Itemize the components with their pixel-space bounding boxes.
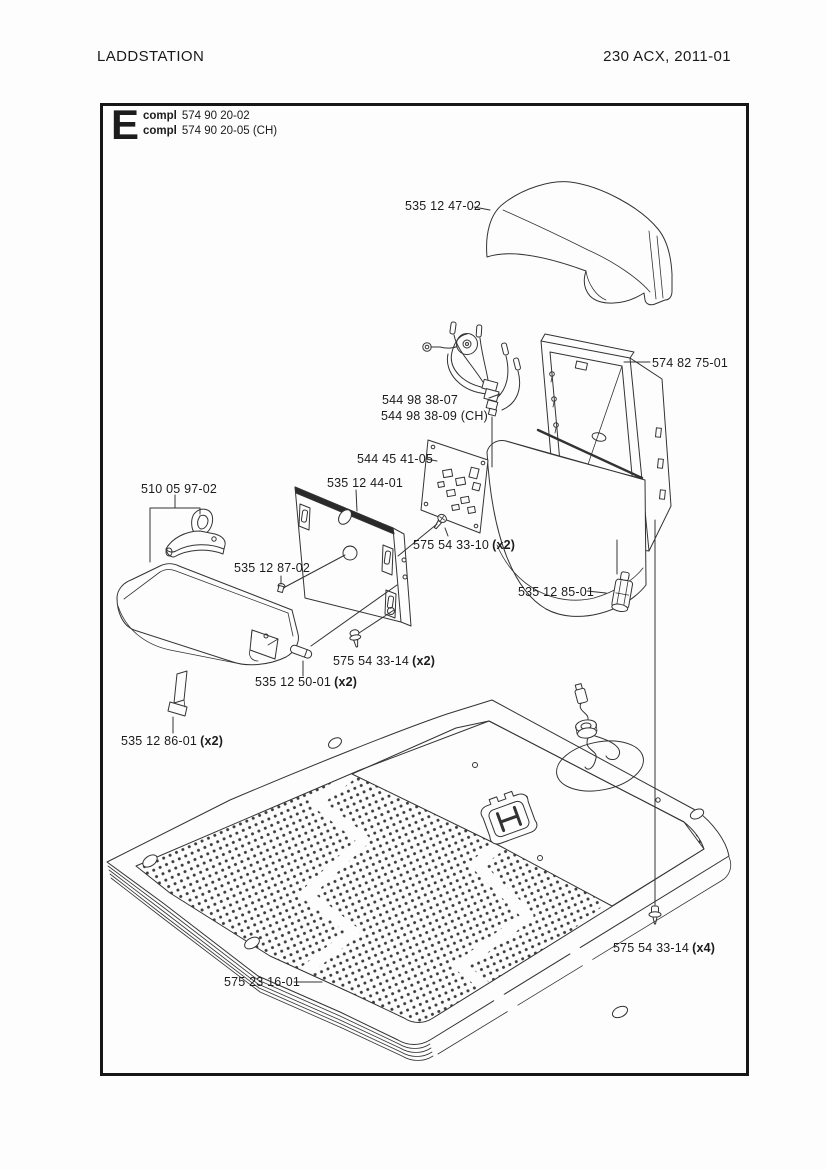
part-label-circuit-board: 544 45 41-05 xyxy=(357,452,434,466)
part-label-base-plate: 575 23 16-01 xyxy=(224,975,301,989)
brand-logo xyxy=(480,790,538,845)
section-letter: E xyxy=(111,101,140,148)
part-label-contact-connector: 535 12 85-01 xyxy=(518,585,595,599)
leader-lines xyxy=(149,206,656,983)
cable-assembly-drawing xyxy=(422,321,521,417)
model-revision: 230 ACX, 2011-01 xyxy=(603,48,731,65)
part-label-screw-33-10: 575 54 33-10(x2) xyxy=(413,538,516,552)
part-label-screw-33-14-x4: 575 54 33-14(x4) xyxy=(613,941,716,955)
strip-drawing xyxy=(167,670,188,717)
part-label-handle-kit: 510 05 97-02 xyxy=(141,482,218,496)
top-cover-drawing xyxy=(486,181,673,306)
mounting-plate-drawing xyxy=(294,486,412,627)
circuit-board-drawing xyxy=(420,439,489,534)
handle-drawing xyxy=(165,508,226,558)
part-label-screw-33-14-x2: 575 54 33-14(x2) xyxy=(333,654,436,668)
base-plate-drawing xyxy=(106,683,732,1061)
part-label-mounting-plate: 535 12 44-01 xyxy=(327,476,404,490)
part-label-cable-assembly: 544 98 38-07 xyxy=(382,393,459,407)
screw-33-14-x2-drawing xyxy=(349,629,362,648)
part-label-strip: 535 12 86-01(x2) xyxy=(121,734,224,748)
part-label-back-frame: 574 82 75-01 xyxy=(652,356,729,370)
part-label-cable-assembly-ch: 544 98 38-09 (CH) xyxy=(381,409,488,423)
part-label-rivet: 535 12 87-02 xyxy=(234,561,311,575)
page-title: LADDSTATION xyxy=(97,48,205,65)
contact-connector-drawing xyxy=(611,571,634,612)
part-label-top-cover: 535 12 47-02 xyxy=(405,199,482,213)
screw-33-14-x4-drawing xyxy=(648,905,662,925)
part-label-pin: 535 12 50-01(x2) xyxy=(255,675,358,689)
cover-lid-drawing xyxy=(116,563,313,666)
plate-cable-grommet xyxy=(574,683,620,770)
